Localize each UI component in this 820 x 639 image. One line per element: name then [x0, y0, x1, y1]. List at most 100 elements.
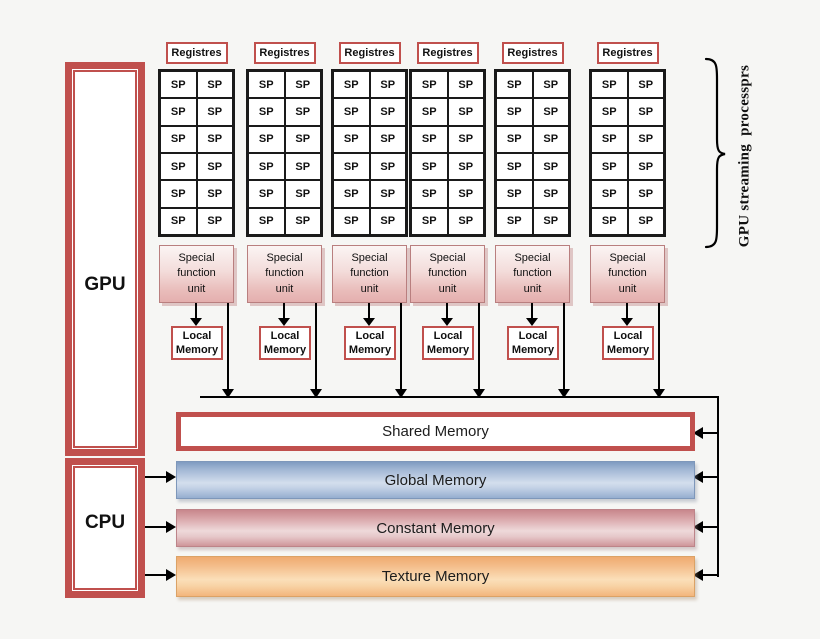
arrow-sfu-to-local-memory: [283, 303, 285, 319]
arrowhead-down-icon: [441, 318, 453, 326]
sp-cell: SP: [160, 153, 197, 181]
sp-cell: SP: [627, 180, 664, 208]
sp-cell: SP: [496, 153, 533, 181]
texture-memory-bar: Texture Memory: [176, 556, 695, 597]
registers-label-box: Registres: [253, 42, 316, 64]
gpu-streaming-processors-label: GPU streaming processprs: [736, 64, 753, 248]
sp-cell: SP: [196, 153, 233, 181]
sp-cell: SP: [447, 71, 484, 99]
sp-cell: SP: [248, 71, 285, 99]
sp-cell: SP: [627, 71, 664, 99]
sp-cell: SP: [196, 71, 233, 99]
sp-cell: SP: [591, 71, 628, 99]
sp-cell: SP: [284, 71, 321, 99]
local-memory-box: Local Memory: [259, 326, 311, 360]
arrow-sfu-to-bus: [478, 303, 480, 390]
sp-cell: SP: [496, 98, 533, 126]
sp-cell: SP: [496, 207, 533, 235]
sp-cell: SP: [333, 153, 370, 181]
arrow-sfu-to-local-memory: [626, 303, 628, 319]
sp-cell: SP: [196, 207, 233, 235]
special-function-unit-box: Special function unit: [332, 245, 407, 303]
sp-cell: SP: [369, 98, 406, 126]
arrowhead-left-icon: [693, 521, 703, 533]
arrowhead-right-icon: [166, 471, 176, 483]
registers-label-box: Registres: [596, 42, 659, 64]
sp-cell: SP: [160, 125, 197, 153]
arrowhead-down-icon: [278, 318, 290, 326]
arrow-to-global-memory: [703, 476, 718, 478]
arrow-sfu-to-local-memory: [531, 303, 533, 319]
sp-cell: SP: [196, 98, 233, 126]
arrowhead-down-icon: [526, 318, 538, 326]
sp-cell: SP: [627, 153, 664, 181]
sp-cell: SP: [411, 125, 448, 153]
special-function-unit-box: Special function unit: [590, 245, 665, 303]
sp-cell: SP: [196, 180, 233, 208]
local-memory-box: Local Memory: [344, 326, 396, 360]
arrowhead-down-icon: [363, 318, 375, 326]
sp-cell: SP: [284, 125, 321, 153]
gpu-box: GPU: [65, 62, 145, 456]
sp-cell: SP: [591, 125, 628, 153]
registers-label-box: Registres: [416, 42, 479, 64]
sp-cell: SP: [627, 125, 664, 153]
bus-line-horizontal: [200, 396, 719, 398]
arrowhead-down-icon: [558, 389, 570, 398]
arrow-sfu-to-bus: [400, 303, 402, 390]
cpu-arrow-to-texture-memory: [145, 574, 167, 576]
curly-brace-icon: [704, 57, 726, 249]
sp-cell: SP: [447, 98, 484, 126]
cpu-label: CPU: [84, 512, 126, 533]
texture-memory-label: Texture Memory: [381, 568, 490, 585]
sp-cell: SP: [532, 98, 569, 126]
special-function-unit-box: Special function unit: [495, 245, 570, 303]
sp-cell: SP: [333, 71, 370, 99]
global-memory-label: Global Memory: [384, 471, 487, 489]
sp-cell: SP: [284, 98, 321, 126]
sp-cell: SP: [627, 98, 664, 126]
arrow-sfu-to-bus: [315, 303, 317, 390]
constant-memory-label: Constant Memory: [376, 519, 495, 537]
arrow-to-constant-memory: [703, 526, 718, 528]
sp-cell: SP: [284, 180, 321, 208]
sp-cell: SP: [160, 71, 197, 99]
arrowhead-down-icon: [190, 318, 202, 326]
shared-memory-bar: Shared Memory: [176, 412, 695, 451]
arrowhead-left-icon: [693, 569, 703, 581]
local-memory-box: Local Memory: [422, 326, 474, 360]
shared-memory-label: Shared Memory: [382, 423, 489, 440]
sp-cell: SP: [369, 207, 406, 235]
arrowhead-down-icon: [395, 389, 407, 398]
sp-cell: SP: [532, 180, 569, 208]
arrow-sfu-to-local-memory: [195, 303, 197, 319]
arrowhead-down-icon: [621, 318, 633, 326]
sp-cell: SP: [196, 125, 233, 153]
sp-cell: SP: [248, 207, 285, 235]
sp-cell: SP: [369, 153, 406, 181]
registers-label-box: Registres: [501, 42, 564, 64]
arrow-sfu-to-bus: [658, 303, 660, 390]
constant-memory-bar: Constant Memory: [176, 509, 695, 547]
sp-cell: SP: [333, 207, 370, 235]
sp-cell: SP: [369, 125, 406, 153]
sp-cell: SP: [447, 180, 484, 208]
sp-cell: SP: [411, 153, 448, 181]
sp-cell: SP: [496, 180, 533, 208]
sp-cell: SP: [591, 207, 628, 235]
sp-cell: SP: [591, 153, 628, 181]
special-function-unit-box: Special function unit: [247, 245, 322, 303]
arrowhead-left-icon: [693, 471, 703, 483]
cpu-box-inner-border: [73, 466, 137, 590]
arrowhead-down-icon: [310, 389, 322, 398]
arrowhead-down-icon: [222, 389, 234, 398]
